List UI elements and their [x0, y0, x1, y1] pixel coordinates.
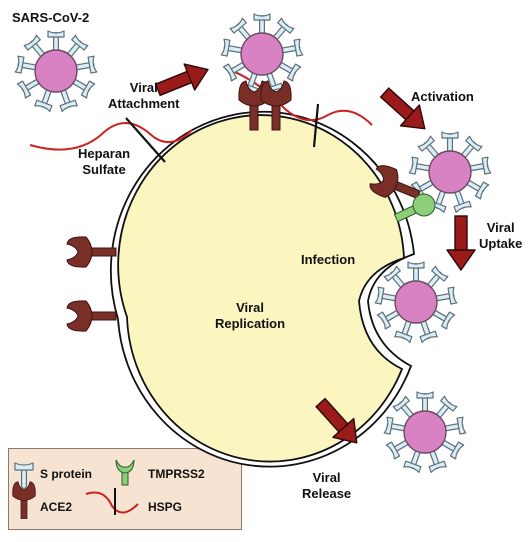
label-heparan-sulfate: Heparan Sulfate: [78, 146, 131, 177]
label-viral-uptake: Viral Uptake: [479, 220, 523, 251]
label-viral-release: Viral Release: [302, 470, 352, 501]
cell-cytoplasm: [117, 114, 405, 463]
legend-tmprss2-icon: [115, 459, 135, 486]
virus-released: [384, 392, 466, 472]
label-viral-attachment: Viral Attachment: [108, 80, 180, 111]
virus-free: [15, 31, 97, 111]
label-viral-replication: Viral Replication: [215, 300, 286, 331]
legend-label-ace2: ACE2: [40, 500, 73, 514]
legend-label-tmprss2: TMPRSS2: [148, 467, 205, 481]
legend-label-s-protein: S protein: [40, 467, 93, 481]
hspg-core-top: [312, 103, 320, 148]
legend-s-protein-icon: [14, 462, 34, 489]
arrow-uptake: [446, 215, 476, 271]
legend: [8, 448, 242, 530]
label-activation: Activation: [411, 89, 474, 104]
tmprss2-protease: [393, 193, 436, 223]
ace2-receptor-left-upper: [66, 236, 117, 268]
legend-label-hspg: HSPG: [148, 500, 183, 514]
ace2-receptor-left-lower: [66, 300, 117, 332]
label-infection: Infection: [301, 252, 356, 267]
hspg-core-left: [125, 117, 166, 163]
virus-endocytosed: [375, 262, 457, 342]
diagram-title: SARS-CoV-2: [12, 10, 90, 25]
hspg-strand-left: [29, 122, 193, 151]
legend-hspg-icon: [85, 488, 139, 515]
